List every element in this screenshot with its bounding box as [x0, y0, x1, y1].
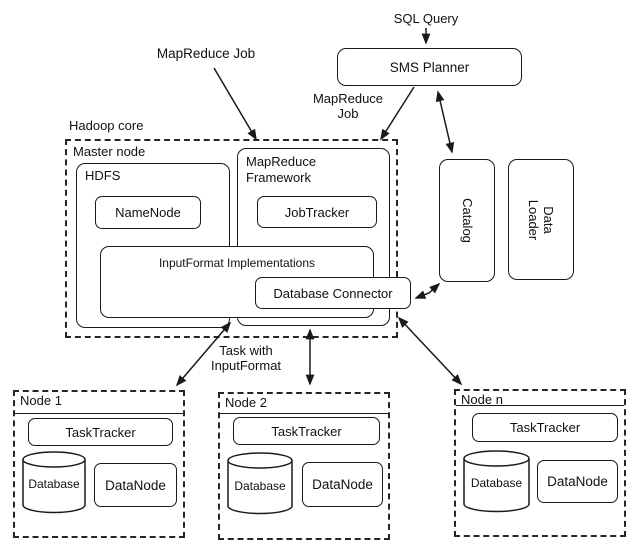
node-2-tasktracker-label: TaskTracker: [271, 423, 342, 439]
node-n-tasktracker-label: TaskTracker: [509, 420, 581, 435]
master-node-label: Master node: [73, 144, 146, 159]
node-2-datanode-box: DataNode: [302, 462, 383, 507]
database-connector-box: Database Connector: [255, 277, 411, 309]
namenode-label: NameNode: [115, 205, 181, 220]
node-n-database-label: Database: [470, 476, 523, 490]
node-n-box: Node n TaskTracker DataNode: [454, 389, 626, 537]
data-loader-label: Data Loader: [526, 199, 556, 239]
database-connector-label: Database Connector: [273, 285, 393, 301]
catalog-box: Catalog: [439, 159, 495, 282]
hadoop-core-box: [65, 139, 398, 338]
node-2-datanode-label: DataNode: [312, 477, 373, 492]
mapreduce-job-label-right: MapReduce Job: [303, 91, 393, 121]
node-1-box: Node 1 TaskTracker DataNode: [13, 390, 185, 538]
node-1-datanode-label: DataNode: [105, 477, 166, 493]
node-n-datanode-label: DataNode: [547, 474, 608, 489]
namenode-box: NameNode: [95, 196, 201, 229]
framework-label-line1: MapReduce: [246, 154, 317, 169]
jobtracker-label: JobTracker: [284, 204, 350, 220]
node-2-database-label: Database: [234, 479, 286, 493]
arrow-smsplanner-catalog: [435, 90, 455, 154]
data-loader-line1: Data: [540, 205, 556, 234]
task-label-line2: InputFormat: [210, 358, 282, 373]
node-n-datanode-box: DataNode: [537, 460, 618, 503]
framework-label-line2: Framework: [246, 170, 312, 185]
node-n-tasktracker-box: TaskTracker: [472, 413, 618, 442]
hdfs-label: HDFS: [85, 168, 121, 183]
task-with-inputformat-label: Task with InputFormat: [196, 343, 296, 373]
node-1-header: Node 1: [15, 392, 183, 414]
node-1-label: Node 1: [20, 393, 62, 408]
node-n-label: Node n: [461, 392, 503, 407]
mapreduce-job-right-line1: MapReduce: [312, 91, 384, 106]
node-2-label: Node 2: [225, 395, 267, 410]
node-2-box: Node 2 TaskTracker DataNode: [218, 392, 390, 540]
node-2-tasktracker-box: TaskTracker: [233, 417, 380, 445]
node-n-header: Node n: [456, 391, 624, 407]
catalog-label: Catalog: [459, 198, 475, 243]
mapreduce-job-right-line2: Job: [337, 106, 359, 121]
sql-query-label: SQL Query: [393, 11, 459, 26]
node-2-header: Node 2: [220, 394, 388, 414]
hadoop-core-label: Hadoop core: [69, 118, 144, 133]
node-1-tasktracker-box: TaskTracker: [28, 418, 173, 446]
sms-planner-box: SMS Planner: [337, 48, 522, 86]
arrow-connector-catalog: [414, 282, 441, 299]
arrow-connector-noden: [397, 316, 463, 386]
task-label-line1: Task with: [219, 343, 273, 358]
mapreduce-job-label-left: MapReduce Job: [156, 46, 256, 61]
sms-planner-label: SMS Planner: [389, 59, 470, 75]
jobtracker-box: JobTracker: [257, 196, 377, 228]
data-loader-box: Data Loader: [508, 159, 574, 280]
data-loader-line2: Loader: [525, 199, 541, 240]
node-1-tasktracker-label: TaskTracker: [65, 424, 136, 440]
node-1-database-label: Database: [28, 477, 80, 491]
inputformat-label: InputFormat Implementations: [158, 256, 316, 270]
node-1-datanode-box: DataNode: [94, 463, 177, 507]
arrow-mapreducejob-to-framework: [213, 67, 257, 141]
mapreduce-framework-label: MapReduce Framework: [246, 154, 316, 186]
